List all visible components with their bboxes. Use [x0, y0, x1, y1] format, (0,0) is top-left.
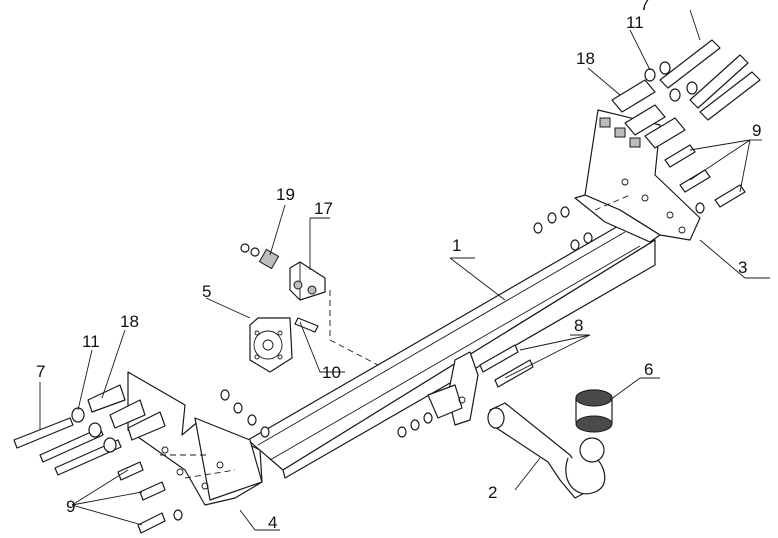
socket-plate-part-5: [249, 317, 293, 373]
callout-part-11-left: 11: [82, 332, 100, 351]
callout-part-19: 19: [276, 185, 295, 204]
callout-part-11-top: 11: [626, 13, 644, 32]
callout-part-1: 1: [452, 236, 461, 255]
right-bracket-part-3: [574, 109, 701, 243]
right-short-bolts-part-9: [664, 144, 746, 214]
left-bracket-part-4: [127, 371, 263, 506]
callout-part-5: 5: [202, 282, 211, 301]
leader-lines: [39, 9, 770, 531]
ball-cover-part-6: [575, 389, 613, 433]
right-bolt-cluster: [611, 39, 761, 149]
fastener-set-bar-right: [533, 206, 593, 251]
callout-part-9-left: 9: [66, 497, 75, 516]
callout-part-7-left: 7: [36, 362, 45, 381]
callout-part-9-right: 9: [752, 121, 761, 140]
socket-fasteners-part-19-part-10: [240, 243, 319, 333]
callout-part-7-top: 7: [640, 0, 649, 14]
callout-part-2: 2: [488, 483, 497, 502]
fastener-set-bar-left: [220, 389, 270, 438]
tow-hook-part-2: [487, 402, 606, 499]
callout-part-3: 3: [738, 258, 747, 277]
callout-part-8: 8: [574, 316, 583, 335]
socket-holder-part-17: [289, 261, 326, 301]
callout-part-18-top: 18: [576, 49, 595, 68]
callout-part-17: 17: [314, 199, 333, 218]
left-short-bolts-part-9: [117, 461, 183, 534]
callout-part-4: 4: [268, 513, 277, 532]
callout-part-6: 6: [644, 360, 653, 379]
callout-part-18-left: 18: [120, 312, 139, 331]
ball-mount-bracket: [427, 351, 479, 426]
callout-part-10: 10: [322, 363, 341, 382]
left-bolt-cluster: [13, 384, 166, 476]
